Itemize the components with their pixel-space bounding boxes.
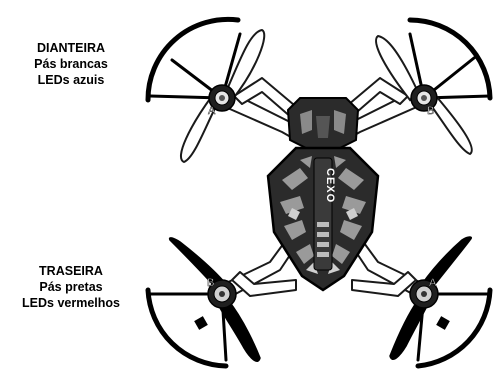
front-label: DIANTEIRA Pás brancas LEDs azuis bbox=[6, 40, 136, 88]
body-logo: CEXO bbox=[324, 168, 336, 203]
motor-letter-front-left: A bbox=[208, 105, 216, 117]
front-blade bbox=[430, 96, 472, 154]
motor-letter-rear-right: A bbox=[429, 277, 437, 289]
rear-blade bbox=[390, 300, 428, 359]
front-title: DIANTEIRA bbox=[6, 40, 136, 56]
rear-title: TRASEIRA bbox=[6, 263, 136, 279]
front-blades-text: Pás brancas bbox=[6, 56, 136, 72]
rear-blades-text: Pás pretas bbox=[6, 279, 136, 295]
front-leds-text: LEDs azuis bbox=[6, 72, 136, 88]
rear-leds-text: LEDs vermelhos bbox=[6, 295, 136, 311]
rear-label: TRASEIRA Pás pretas LEDs vermelhos bbox=[6, 263, 136, 311]
motor-letter-rear-left: B bbox=[207, 277, 214, 289]
motor-letter-front-right: B bbox=[427, 105, 434, 117]
